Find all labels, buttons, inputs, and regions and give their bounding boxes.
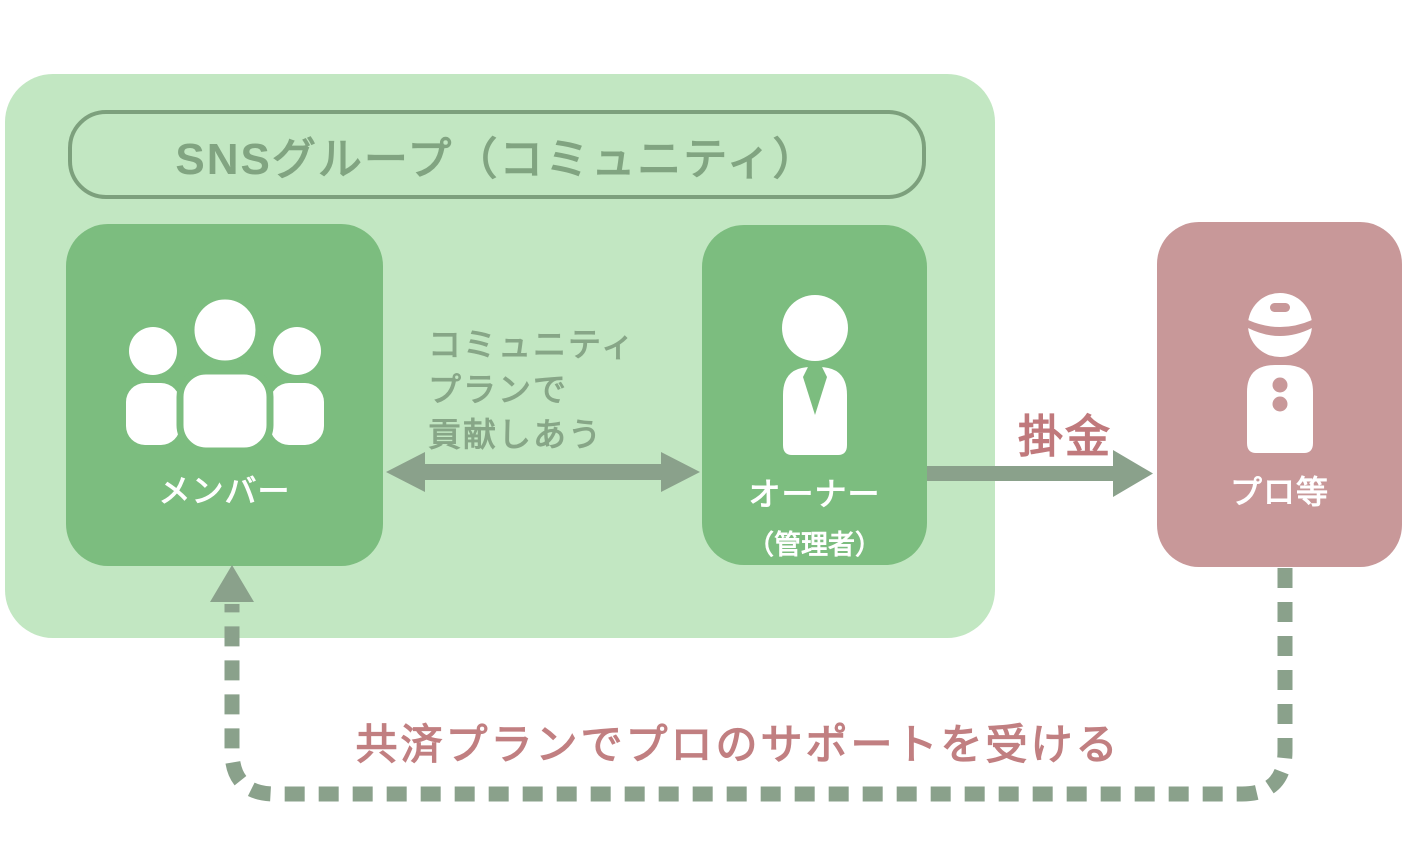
person-tie-icon [770,295,860,455]
community-plan-line-1: コミュニティ [428,326,637,363]
worker-cap-icon [1235,293,1325,453]
sns-group-title-box: SNSグループ（コミュニティ） [68,110,926,199]
community-plan-line-3: 貢献しあう [428,416,603,453]
owner-sublabel: （管理者） [747,530,882,560]
community-plan-label: コミュニティ プランで 貢献しあう [428,322,636,457]
members-label: メンバー [158,473,291,509]
sns-group-title: SNSグループ（コミュニティ） [175,134,819,184]
people-group-icon [120,292,330,455]
support-plan-label: 共済プランでプロのサポートを受ける [355,721,1121,768]
premium-label: 掛金 [1017,411,1112,462]
members-node: メンバー [66,224,383,566]
community-plan-line-2: プランで [428,371,568,408]
owner-node: オーナー （管理者） [702,225,927,565]
owner-label: オーナー [748,476,881,512]
pro-node: プロ等 [1157,222,1402,567]
pro-label: プロ等 [1229,474,1329,510]
